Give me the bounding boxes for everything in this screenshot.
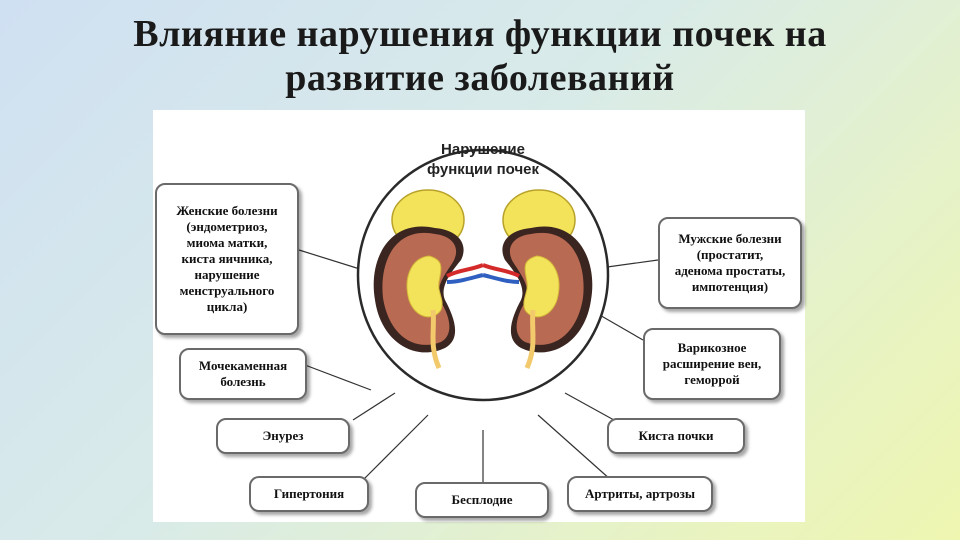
infertility-box: Бесплодие (415, 482, 549, 518)
female-diseases-line-1: Женские болезни (176, 203, 278, 218)
connector-arthritis (537, 414, 612, 481)
enuresis-box: Энурез (216, 418, 350, 454)
male-diseases-line-2: (простатит, (696, 247, 764, 262)
female-diseases-line-6: менструального (179, 283, 275, 298)
connector-hypertension (362, 414, 429, 481)
urolithiasis-line-1: Мочекаменная (198, 358, 288, 373)
right-renal-artery (482, 263, 520, 278)
diagram-canvas (298, 148, 659, 482)
hypertension-box: Гипертония (249, 476, 369, 512)
infertility-label: Бесплодие (451, 492, 513, 507)
female-diseases-box: Женские болезни (эндометриоз, миома матк… (155, 183, 299, 335)
urolithiasis-box: Мочекаменная болезнь (179, 348, 307, 400)
enuresis-label: Энурез (262, 428, 304, 443)
slide-title-line-1: Влияние нарушения функции почек на (133, 13, 827, 55)
female-diseases-line-2: (эндометриоз, (186, 219, 268, 234)
female-diseases-line-5: нарушение (194, 267, 260, 282)
center-label: Нарушение функции почек (383, 140, 583, 180)
varicose-box: Варикозное расширение вен, геморрой (643, 328, 781, 400)
kidney-cyst-label: Киста почки (638, 428, 714, 443)
varicose-line-3: геморрой (684, 372, 740, 387)
center-label-line-2: функции почек (426, 161, 540, 178)
left-kidney-illustration (373, 189, 484, 369)
kidney-cyst-box: Киста почки (607, 418, 745, 454)
male-diseases-box: Мужские болезни (простатит, аденома прос… (658, 217, 802, 309)
left-renal-artery (446, 263, 484, 278)
connector-urolithiasis (304, 364, 372, 391)
left-ureter (430, 309, 442, 369)
diagram-panel: Нарушение функции почек Женские болезни … (153, 110, 805, 522)
left-kidney-pelvis (406, 255, 443, 318)
slide-title: Влияние нарушения функции почек на разви… (80, 12, 880, 100)
arthritis-box: Артриты, артрозы (567, 476, 713, 512)
female-diseases-line-4: киста яичника, (181, 251, 273, 266)
center-label-line-1: Нарушение (441, 141, 525, 158)
connector-male (599, 259, 659, 269)
connector-female (298, 249, 364, 271)
hypertension-label: Гипертония (273, 486, 345, 501)
left-renal-vein (446, 273, 484, 284)
male-diseases-line-3: аденома простаты, (674, 263, 786, 278)
male-diseases-line-1: Мужские болезни (678, 231, 782, 246)
female-diseases-line-3: миома матки, (186, 235, 268, 250)
right-kidney-illustration (482, 189, 593, 369)
varicose-line-2: расширение вен, (662, 356, 762, 371)
slide-title-line-2: развитие заболеваний (285, 57, 675, 99)
arthritis-label: Артриты, артрозы (585, 486, 695, 501)
urolithiasis-line-2: болезнь (220, 374, 266, 389)
connector-enuresis (352, 392, 396, 421)
right-kidney-pelvis (523, 255, 560, 318)
varicose-line-1: Варикозное (677, 340, 747, 355)
female-diseases-line-7: цикла) (206, 299, 248, 314)
male-diseases-line-4: импотенция) (691, 279, 769, 294)
right-ureter (524, 309, 536, 369)
right-renal-vein (482, 273, 520, 284)
